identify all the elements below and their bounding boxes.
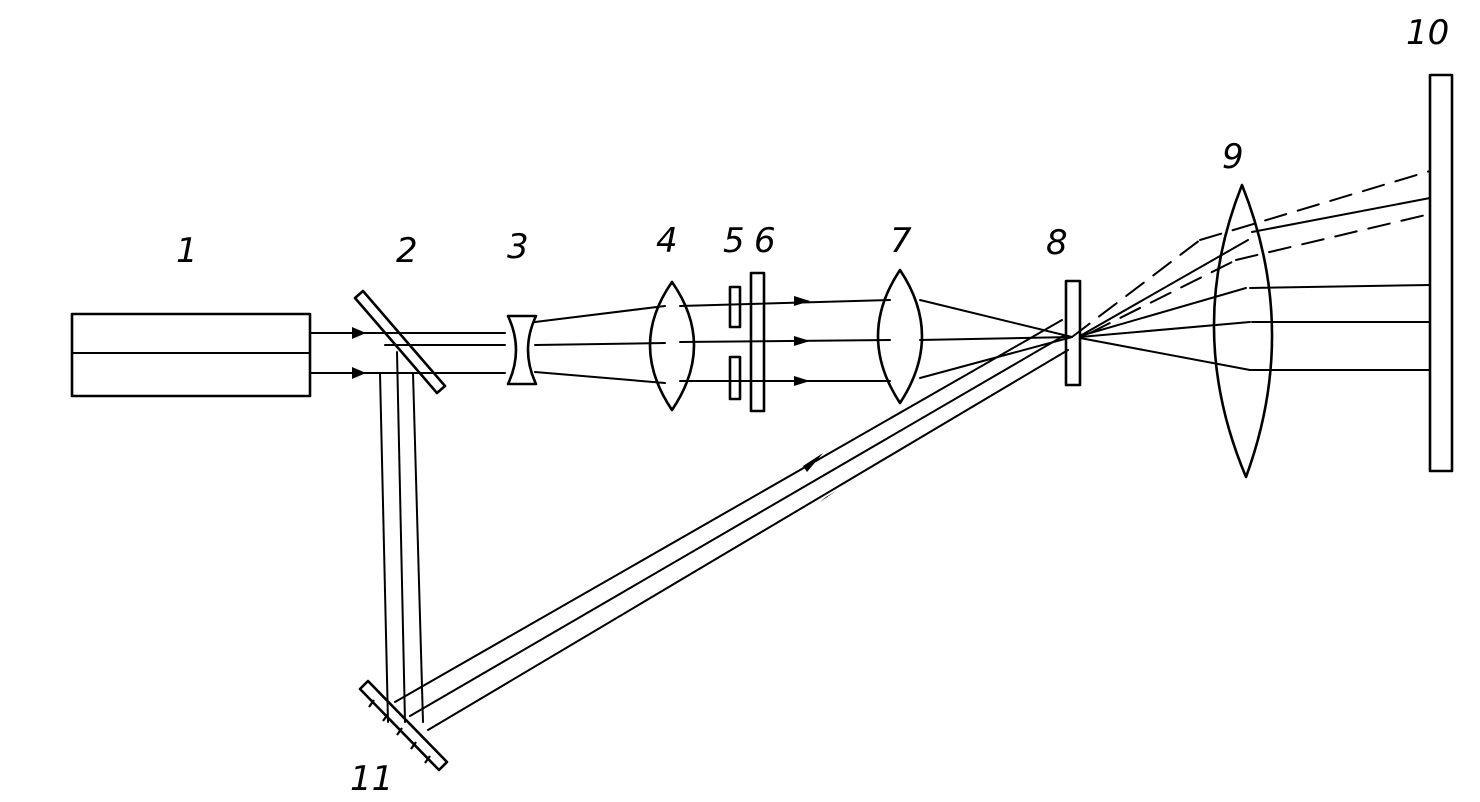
label-aperture: 5 [723, 221, 745, 261]
label-object: 6 [754, 221, 776, 261]
rays-to-screen [1199, 170, 1431, 371]
laser-output-beams [309, 327, 386, 379]
label-reconstruction-lens: 9 [1222, 137, 1244, 177]
screen [1428, 73, 1454, 473]
object-plate [749, 271, 766, 413]
label-laser: 1 [176, 231, 198, 271]
arrow-head [803, 453, 823, 472]
beam-splitter [353, 289, 447, 395]
arrow-head [352, 327, 366, 339]
label-beam-splitter: 2 [396, 231, 418, 271]
label-mirror: 11 [350, 759, 393, 799]
collimating-lens [648, 280, 696, 412]
reference-beam-down [379, 351, 424, 723]
reconstruction-lens [1212, 183, 1274, 479]
label-diverging-lens: 3 [507, 227, 529, 267]
arrow-head [794, 376, 810, 386]
label-collimating-lens: 4 [656, 221, 678, 261]
label-screen: 10 [1406, 13, 1449, 53]
arrow-head [794, 336, 810, 346]
object-beam-rays [384, 296, 891, 386]
diverging-rays-after-recording [1071, 239, 1251, 371]
arrow-head [352, 367, 366, 379]
mirror [358, 679, 449, 772]
reference-beam-diagonal [394, 319, 1069, 731]
converging-rays [919, 299, 1073, 379]
recording-medium [1064, 279, 1082, 387]
label-focusing-lens: 7 [890, 221, 912, 261]
label-recording-medium: 8 [1046, 223, 1068, 263]
laser [70, 312, 312, 398]
aperture [728, 285, 742, 401]
arrow-head [794, 296, 810, 306]
focusing-lens [876, 268, 924, 405]
arrow-head [820, 491, 836, 502]
diverging-lens [506, 314, 538, 386]
